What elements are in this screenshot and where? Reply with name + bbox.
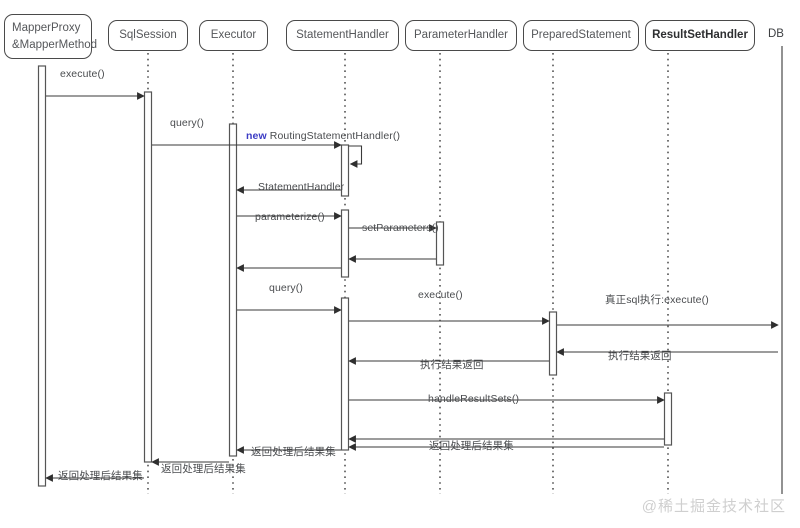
participant-mapper[interactable]: MapperProxy&MapperMethod <box>4 14 97 59</box>
participant-param[interactable]: ParameterHandler <box>405 20 517 51</box>
participant-executor[interactable]: Executor <box>199 20 268 51</box>
participant-label: ParameterHandler <box>414 29 508 42</box>
participant-label: PreparedStatement <box>531 29 631 42</box>
message-label-L2: query() <box>170 117 204 129</box>
activation-bar-stmt <box>340 297 350 451</box>
activation-bar-executor <box>228 123 238 457</box>
message-label-L5: parameterize() <box>255 211 325 223</box>
activation-bar-param <box>435 221 445 266</box>
participant-label: ResultSetHandler <box>652 29 748 42</box>
participant-stmt[interactable]: StatementHandler <box>286 20 399 51</box>
participant-label: StatementHandler <box>296 29 389 42</box>
participant-label-line2: &MapperMethod <box>12 38 98 51</box>
participant-label-line1: MapperProxy <box>12 21 81 34</box>
message-arrow-m3 <box>348 145 363 168</box>
participant-label: Executor <box>210 29 257 42</box>
message-label-L3: new RoutingStatementHandler() <box>246 130 400 142</box>
participant-label: SqlSession <box>119 29 177 42</box>
message-arrows-group <box>45 92 779 482</box>
activation-bar-stmt <box>340 144 350 197</box>
message-label-L12: handleResultSets() <box>428 393 520 405</box>
participant-prepared[interactable]: PreparedStatement <box>523 20 639 51</box>
message-label-L6: setParameters() <box>362 222 439 234</box>
activation-bars-group <box>37 65 673 487</box>
participant-rsh[interactable]: ResultSetHandler <box>645 20 755 51</box>
message-label-L10: 执行结果返回 <box>608 350 672 362</box>
message-label-L15: 返回处理后结果集 <box>161 463 246 475</box>
keyword-new: new <box>246 130 267 142</box>
message-label-L16: 返回处理后结果集 <box>58 470 143 482</box>
message-label-L8: execute() <box>418 289 463 301</box>
watermark: @稀土掘金技术社区 <box>641 498 786 515</box>
message-label-text: RoutingStatementHandler() <box>269 130 401 142</box>
message-label-L13: 返回处理后结果集 <box>429 440 514 452</box>
message-label-L9: 真正sql执行:execute() <box>605 294 709 306</box>
message-label-L14: 返回处理后结果集 <box>251 446 336 458</box>
message-label-L11: 执行结果返回 <box>420 359 484 371</box>
participant-session[interactable]: SqlSession <box>108 20 188 51</box>
activation-bar-stmt <box>340 209 350 278</box>
message-label-L1: execute() <box>60 68 105 80</box>
activation-bar-rsh <box>663 392 673 446</box>
message-label-L7: query() <box>269 282 303 294</box>
lifelines-group <box>147 46 783 494</box>
activation-bar-mapper <box>37 65 47 487</box>
participant-db: DB <box>768 28 784 40</box>
activation-bar-session <box>143 91 153 463</box>
message-label-L4: StatementHandler <box>258 181 345 193</box>
activation-bar-prepared <box>548 311 558 376</box>
